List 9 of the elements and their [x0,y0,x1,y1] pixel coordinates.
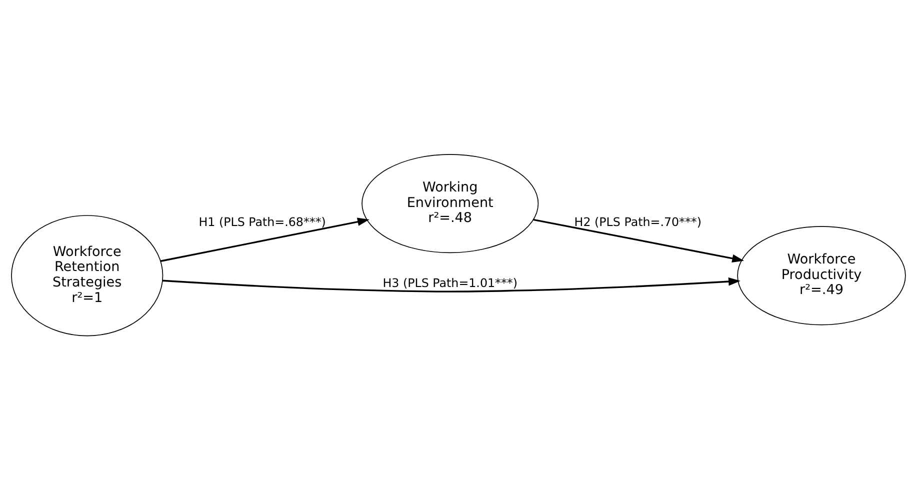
node-ellipse: Workforce Productivity r²=.49 [737,226,906,325]
arrow [162,276,740,292]
arrow [533,218,744,262]
arrow [160,217,370,262]
edge-label: H1 (PLS Path=.68***) [198,214,326,228]
node-ellipse: Workforce Retention Strategies r²=1 [11,214,164,336]
edge-label: H3 (PLS Path=1.01***) [382,275,518,290]
node-ellipse: Working Environment r²=.48 [362,153,539,253]
edge-label: H2 (PLS Path=.70***) [574,214,702,228]
